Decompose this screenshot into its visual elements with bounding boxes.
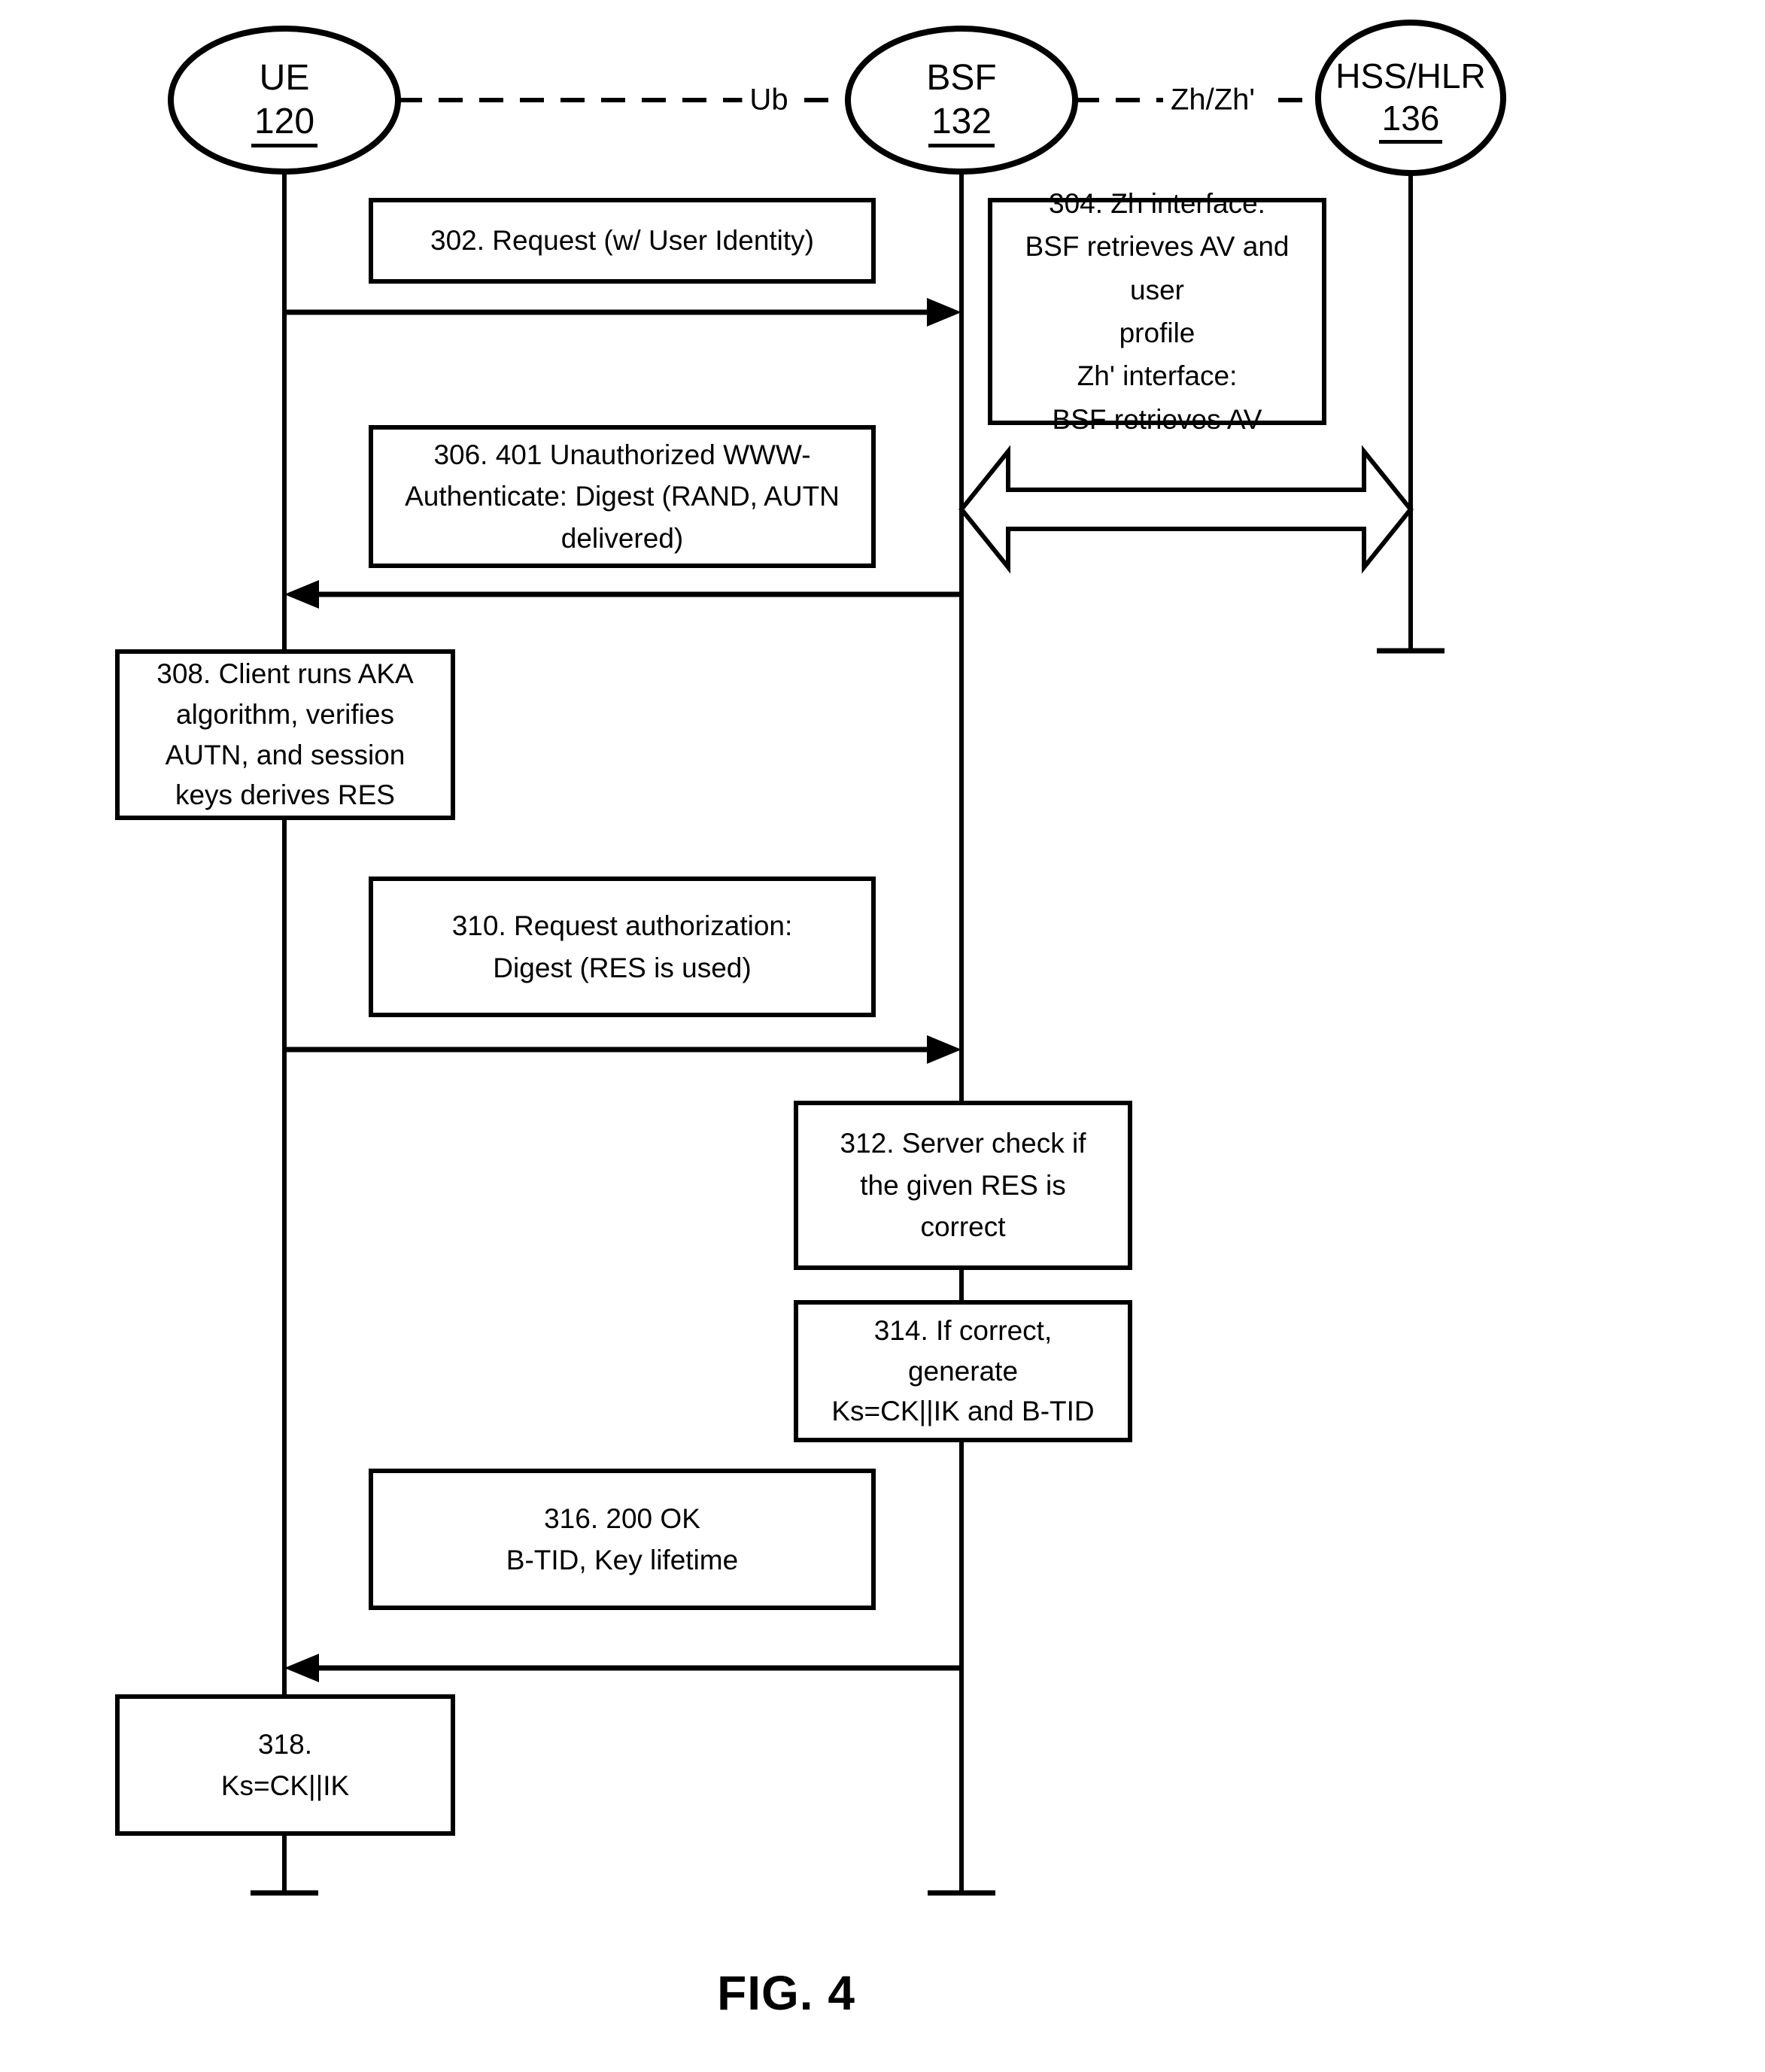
arrowhead-right-icon: [927, 298, 961, 327]
hss-hlr-ellipse: [1315, 20, 1506, 176]
box-312-server-check: 312. Server check if the given RES is co…: [794, 1101, 1132, 1270]
entity-hss-hlr-ref: 136: [1378, 99, 1443, 144]
arrow-310-request-authorization: [284, 1035, 961, 1064]
box-302-text: 302. Request (w/ User Identity): [430, 225, 814, 257]
arrowhead-left-icon: [284, 1654, 319, 1682]
entity-bsf-name: BSF: [926, 57, 997, 98]
box-304-zh-interface: 304. Zh interface: BSF retrieves AV and …: [988, 188, 1326, 435]
box-316-text: 316. 200 OK B-TID, Key lifetime: [506, 1502, 739, 1576]
zh-exchange-double-arrow-icon: [958, 445, 1414, 574]
box-318-text: 318. Ks=CK||IK: [220, 1728, 350, 1802]
entity-ue-ref: 120: [251, 101, 318, 148]
bsf-ellipse: [845, 26, 1078, 175]
entity-bsf-ref: 132: [928, 101, 995, 148]
box-316-200-ok: 316. 200 OK B-TID, Key lifetime: [369, 1469, 876, 1610]
entity-bsf: BSF 132: [848, 34, 1075, 169]
box-302-request: 302. Request (w/ User Identity): [369, 198, 876, 284]
box-312-text: 312. Server check if the given RES is co…: [840, 1128, 1086, 1243]
ue-ellipse: [168, 26, 401, 175]
box-318-ks: 318. Ks=CK||IK: [115, 1694, 455, 1836]
box-314-generate-ks: 314. If correct, generate Ks=CK||IK and …: [794, 1300, 1132, 1442]
arrow-306-unauthorized: [284, 580, 961, 609]
entity-hss-hlr-name: HSS/HLR: [1335, 56, 1486, 96]
entity-ue: UE 120: [171, 34, 398, 169]
box-306-unauthorized: 306. 401 Unauthorized WWW- Authenticate:…: [369, 425, 876, 568]
entity-ue-name: UE: [259, 57, 310, 98]
box-310-request-authorization: 310. Request authorization: Digest (RES …: [369, 876, 876, 1017]
arrow-302-request: [284, 298, 961, 327]
entity-hss-hlr: HSS/HLR 136: [1311, 32, 1511, 167]
figure-label: FIG. 4: [717, 1966, 855, 2020]
box-304-text: 304. Zh interface: BSF retrieves AV and …: [1025, 187, 1290, 435]
arrow-316-200-ok: [284, 1654, 961, 1682]
box-314-text: 314. If correct, generate Ks=CK||IK and …: [831, 1315, 1095, 1427]
box-310-text: 310. Request authorization: Digest (RES …: [451, 910, 793, 983]
arrowhead-left-icon: [284, 580, 319, 609]
box-306-text: 306. 401 Unauthorized WWW- Authenticate:…: [405, 439, 840, 554]
zh-interface-label: Zh/Zh': [1162, 83, 1263, 117]
arrowhead-right-icon: [927, 1035, 961, 1064]
box-308-client-runs-aka: 308. Client runs AKA algorithm, verifies…: [115, 649, 455, 820]
box-308-text: 308. Client runs AKA algorithm, verifies…: [156, 658, 414, 811]
ub-interface-label: Ub: [742, 83, 796, 117]
